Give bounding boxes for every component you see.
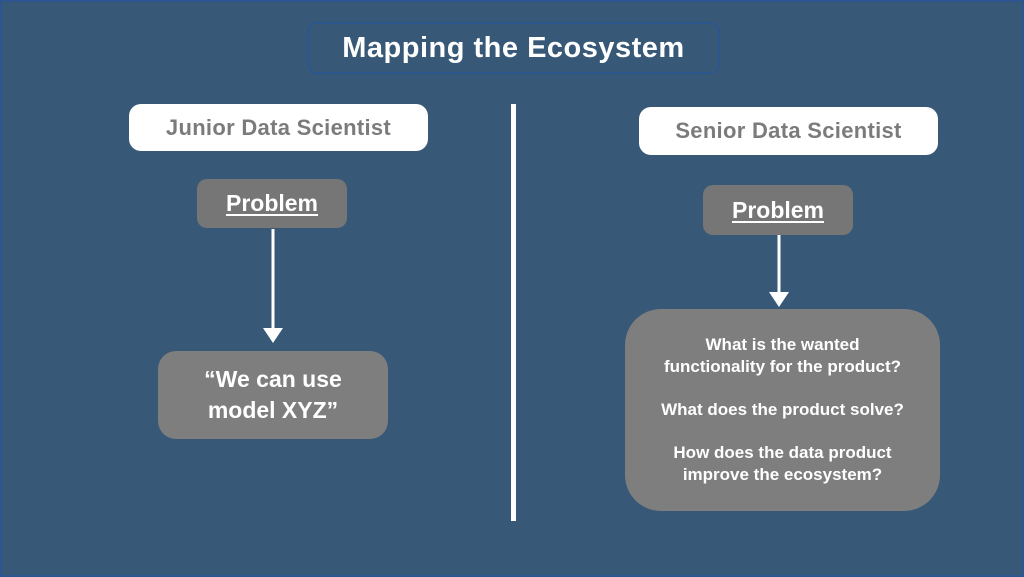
- senior-problem-box: Problem: [703, 185, 853, 235]
- senior-answer-box: What is the wanted functionality for the…: [625, 309, 940, 511]
- arrow-head-icon: [769, 292, 789, 307]
- arrow-shaft: [777, 235, 781, 294]
- senior-question-2: What does the product solve?: [661, 399, 904, 419]
- vertical-divider: [511, 104, 516, 521]
- junior-header-box: Junior Data Scientist: [129, 104, 428, 151]
- junior-quote-line-2: model XYZ”: [207, 397, 339, 423]
- slide-title-box: Mapping the Ecosystem: [307, 22, 720, 74]
- arrow-head-icon: [263, 328, 283, 343]
- junior-header-label: Junior Data Scientist: [165, 114, 392, 140]
- senior-header-label: Senior Data Scientist: [675, 118, 902, 143]
- junior-quote-line-1: “We can use: [204, 366, 342, 393]
- junior-problem-label: Problem: [225, 190, 319, 216]
- senior-down-arrow-connector: [769, 235, 789, 308]
- senior-question-1: What is the wanted functionality for the…: [663, 334, 902, 376]
- arrow-shaft: [271, 229, 275, 330]
- senior-question-3: How does the data product improve the ec…: [673, 443, 892, 485]
- senior-header-box: Senior Data Scientist: [639, 107, 938, 155]
- junior-answer-box: “We can use model XYZ”: [158, 351, 388, 439]
- senior-problem-label: Problem: [731, 196, 825, 223]
- slide-title: Mapping the Ecosystem: [342, 31, 685, 64]
- junior-down-arrow-connector: [263, 229, 283, 343]
- junior-problem-box: Problem: [197, 179, 347, 228]
